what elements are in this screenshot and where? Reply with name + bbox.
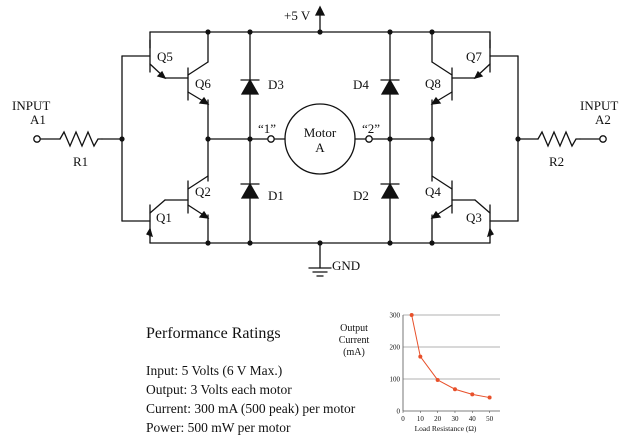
- transistor-q7: [451, 31, 519, 80]
- right-input-bus: [517, 55, 601, 222]
- h-bridge-schematic: +5 V GND INPUT A1 INPUT A2 R1 R2 Q5 Q6 Q…: [12, 5, 618, 277]
- input-a2-title: INPUT: [580, 98, 618, 113]
- series-line: [411, 314, 490, 399]
- x-tick-label: 50: [486, 415, 494, 423]
- junction-dots: [119, 29, 521, 246]
- chart-ticks: 0 100 200 300 0 10 20 30 40 50: [390, 312, 494, 424]
- y-tick-label: 0: [397, 408, 401, 416]
- input-a1-terminal: [33, 135, 41, 143]
- left-input-bus: [39, 55, 123, 222]
- terminal-2-label: “2”: [362, 121, 380, 136]
- input-a1-title: INPUT: [12, 98, 50, 113]
- terminal-1: [267, 135, 275, 143]
- r1-label: R1: [73, 154, 88, 169]
- input-a2-terminal: [599, 135, 607, 143]
- supply-label: +5 V: [284, 8, 311, 23]
- right-output-node: [371, 31, 433, 244]
- y-tick-label: 300: [390, 312, 401, 320]
- transistor-q3: [451, 199, 519, 244]
- terminal-2: [365, 135, 373, 143]
- y-tick-label: 100: [390, 376, 401, 384]
- chart-grid: [402, 314, 500, 412]
- transistor-q8: [430, 61, 453, 105]
- data-point: [418, 354, 423, 359]
- q7-label: Q7: [466, 49, 482, 64]
- d1-label: D1: [268, 188, 284, 203]
- x-tick-label: 30: [451, 415, 459, 423]
- y-axis-label: (mA): [343, 347, 365, 358]
- q6-label: Q6: [195, 76, 211, 91]
- motor-label-line2: A: [315, 140, 325, 155]
- diode-d4: [380, 78, 400, 95]
- x-tick-label: 10: [417, 415, 425, 423]
- data-point: [487, 395, 492, 400]
- data-point: [452, 387, 457, 392]
- diode-d1: [240, 182, 260, 199]
- q8-label: Q8: [425, 76, 441, 91]
- data-point: [470, 392, 475, 397]
- data-point: [435, 377, 440, 382]
- data-point: [409, 313, 414, 317]
- x-axis-label: Load Resistance (Ω): [415, 424, 477, 433]
- input-a1-name: A1: [30, 112, 46, 127]
- rating-input: Input: 5 Volts (6 V Max.): [146, 363, 283, 378]
- ground-label: GND: [332, 258, 360, 273]
- rating-output: Output: 3 Volts each motor: [146, 382, 292, 397]
- ground-bus: [149, 242, 491, 277]
- d3-label: D3: [268, 77, 284, 92]
- transistor-q2: [187, 175, 210, 219]
- performance-title: Performance Ratings: [146, 325, 281, 342]
- resistor-r2: [537, 130, 581, 148]
- performance-ratings: Performance Ratings Input: 5 Volts (6 V …: [146, 325, 386, 437]
- transistor-q5: [121, 31, 189, 80]
- r2-label: R2: [549, 154, 564, 169]
- x-tick-label: 40: [469, 415, 477, 423]
- terminal-1-label: “1”: [258, 121, 276, 136]
- transistor-q6: [187, 61, 210, 105]
- q5-label: Q5: [157, 49, 173, 64]
- diode-d3: [240, 78, 260, 95]
- transistor-q4: [430, 175, 453, 219]
- transistor-q1: [121, 199, 189, 244]
- input-a2-name: A2: [595, 112, 611, 127]
- x-tick-label: 0: [401, 415, 405, 423]
- d2-label: D2: [353, 188, 369, 203]
- chart-series: [409, 313, 492, 400]
- rating-power: Power: 500 mW per motor: [146, 420, 291, 435]
- supply-rail: [149, 5, 491, 33]
- q2-label: Q2: [195, 184, 211, 199]
- left-output-node: [207, 31, 269, 244]
- q1-label: Q1: [156, 210, 172, 225]
- x-tick-label: 20: [434, 415, 442, 423]
- q3-label: Q3: [466, 210, 482, 225]
- y-axis-label: Output: [340, 323, 368, 334]
- q4-label: Q4: [425, 184, 441, 199]
- motor-label-line1: Motor: [304, 125, 337, 140]
- d4-label: D4: [353, 77, 369, 92]
- diode-d2: [380, 182, 400, 199]
- y-axis-label: Current: [339, 335, 370, 346]
- rating-current: Current: 300 mA (500 peak) per motor: [146, 401, 356, 416]
- resistor-r1: [59, 130, 103, 148]
- y-tick-label: 200: [390, 344, 401, 352]
